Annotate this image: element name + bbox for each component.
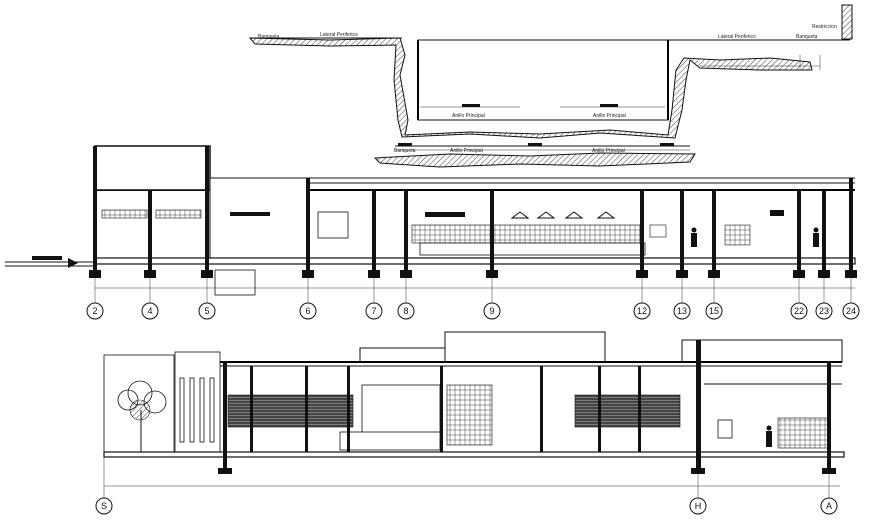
label-lateral-left: Lateral Periferico — [320, 32, 358, 38]
axis-marker-4: 4 — [141, 278, 159, 320]
svg-text:5: 5 — [204, 306, 209, 316]
svg-text:4: 4 — [147, 306, 152, 316]
axis-marker-s: S — [95, 458, 113, 515]
svg-text:9: 9 — [489, 306, 494, 316]
svg-text:A: A — [826, 501, 832, 511]
axis-marker-5: 5 — [198, 278, 216, 320]
section-1-columns — [93, 146, 853, 276]
section-2-columns — [223, 340, 831, 472]
svg-text:12: 12 — [637, 306, 647, 316]
svg-text:6: 6 — [305, 306, 310, 316]
axis-marker-h: H — [689, 474, 707, 515]
label-restriccion: Restriccion — [812, 24, 837, 30]
svg-text:23: 23 — [819, 306, 829, 316]
label-banqueta-right: Banqueta — [796, 34, 818, 40]
building-section-1 — [5, 145, 857, 296]
svg-text:24: 24 — [846, 306, 856, 316]
axis-marker-a: A — [820, 474, 838, 515]
svg-text:15: 15 — [709, 306, 719, 316]
tree-icon — [117, 380, 167, 452]
axis-marker-6: 6 — [299, 278, 317, 320]
svg-text:S: S — [101, 501, 107, 511]
label-banqueta-left: Banqueta — [258, 34, 280, 40]
axis-marker-13: 13 — [673, 278, 691, 320]
label-lateral-right: Lateral Periferico — [718, 34, 756, 40]
axis-marker-22: 22 — [790, 278, 808, 320]
axis-marker-9: 9 — [483, 278, 501, 320]
section-2-axis-markers: S H A — [95, 458, 838, 515]
svg-text:2: 2 — [92, 306, 97, 316]
label-anillo-lower-left: Anillo Principal — [450, 148, 483, 154]
axis-marker-23: 23 — [815, 278, 833, 320]
road-section: Banqueta Lateral Periferico Lateral Peri… — [248, 4, 853, 139]
axis-marker-2: 2 — [86, 278, 104, 320]
label-anillo-right: Anillo Principal — [593, 113, 626, 119]
label-anillo-left: Anillo Principal — [452, 113, 485, 119]
building-section-2 — [103, 331, 845, 487]
svg-text:13: 13 — [677, 306, 687, 316]
axis-marker-15: 15 — [705, 278, 723, 320]
axis-marker-12: 12 — [633, 278, 651, 320]
axis-marker-24: 24 — [842, 278, 860, 320]
section-1-axis-markers: 2 4 5 6 7 8 9 — [86, 278, 860, 320]
label-banqueta-lower: Banqueta — [394, 148, 416, 154]
svg-text:H: H — [695, 501, 702, 511]
svg-text:8: 8 — [403, 306, 408, 316]
svg-text:22: 22 — [794, 306, 804, 316]
section-1-footings — [89, 270, 857, 278]
road-section-lower: Banqueta Anillo Principal Anillo Princip… — [373, 143, 696, 168]
axis-marker-7: 7 — [365, 278, 383, 320]
svg-text:7: 7 — [371, 306, 376, 316]
label-anillo-lower-right: Anillo Principal — [592, 148, 625, 154]
axis-marker-8: 8 — [397, 278, 415, 320]
